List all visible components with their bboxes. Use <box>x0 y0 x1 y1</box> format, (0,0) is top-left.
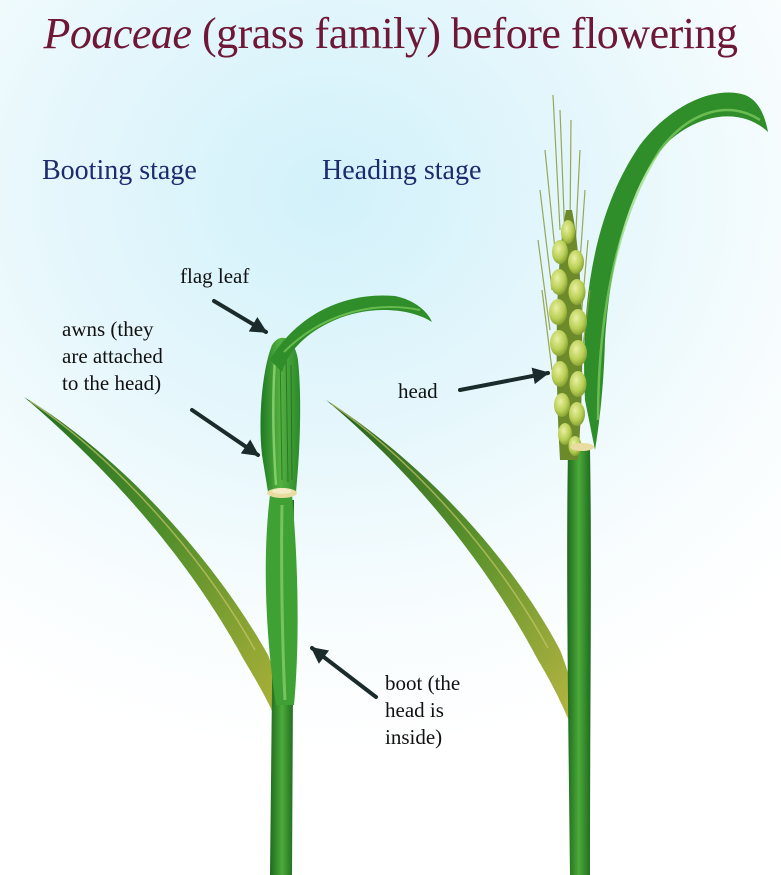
awns-label: awns (they are attached to the head) <box>62 316 163 397</box>
heading-stage-label: Heading stage <box>322 155 481 187</box>
boot-arrow <box>312 648 376 697</box>
awns-arrow <box>192 410 258 455</box>
flag-leaf-arrow <box>214 301 266 332</box>
title-rest: (grass family) before flowering <box>191 9 737 58</box>
head-arrow <box>460 373 548 390</box>
diagram-title: Poaceae (grass family) before flowering <box>0 8 781 59</box>
heading-plant <box>326 92 768 875</box>
head-label: head <box>398 378 438 405</box>
boot-label: boot (the head is inside) <box>385 670 460 751</box>
booting-stage-label: Booting stage <box>42 155 197 187</box>
flag-leaf-label: flag leaf <box>180 263 249 290</box>
title-italic: Poaceae <box>44 9 192 58</box>
heading-stem <box>567 450 591 875</box>
